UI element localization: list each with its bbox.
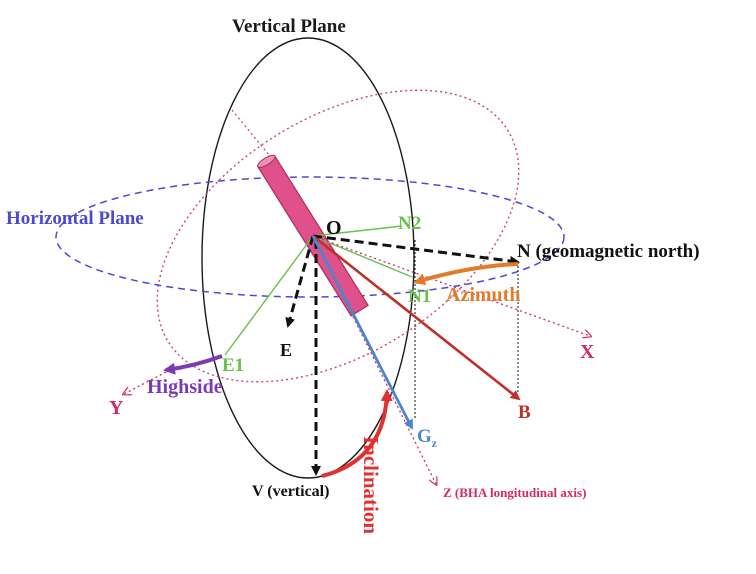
horizontal-plane-ellipse (55, 176, 565, 298)
y-axis-label: Y (109, 397, 124, 419)
z-axis-label: Z (BHA longitudinal axis) (443, 485, 586, 500)
x-axis-label: X (580, 341, 595, 363)
inclination-arc (321, 389, 393, 478)
vertical-plane-ellipse (201, 37, 415, 479)
x-axis-line (312, 235, 590, 336)
gz-label-main: G (417, 426, 432, 447)
vertical-label: V (vertical) (252, 483, 329, 500)
east-label: E (280, 340, 292, 360)
tool-plane-ellipse (156, 89, 520, 383)
line-o-n1 (312, 235, 413, 278)
horizontal-plane-label: Horizontal Plane (6, 208, 144, 229)
azimuth-arc (413, 262, 519, 286)
highside-label: Highside (147, 376, 223, 398)
vertical-plane-label: Vertical Plane (232, 16, 346, 37)
e1-label: E1 (222, 355, 244, 376)
gz-vector (311, 235, 414, 430)
azimuth-label: Azimuth (446, 284, 520, 306)
n2-label: N2 (398, 213, 421, 234)
highside-arc (163, 354, 223, 375)
b-label: B (518, 402, 531, 423)
b-vector (312, 234, 521, 401)
east-vector (285, 235, 315, 328)
line-o-n2 (312, 225, 403, 237)
line-o-e1 (224, 235, 314, 356)
gz-label: Gz (417, 426, 438, 450)
origin-label: O (326, 217, 342, 239)
n1-label: N1 (408, 286, 431, 307)
gz-label-subscript: z (432, 436, 438, 450)
inclination-label: Inclination (359, 436, 383, 534)
north-label: N (geomagnetic north) (517, 241, 700, 262)
